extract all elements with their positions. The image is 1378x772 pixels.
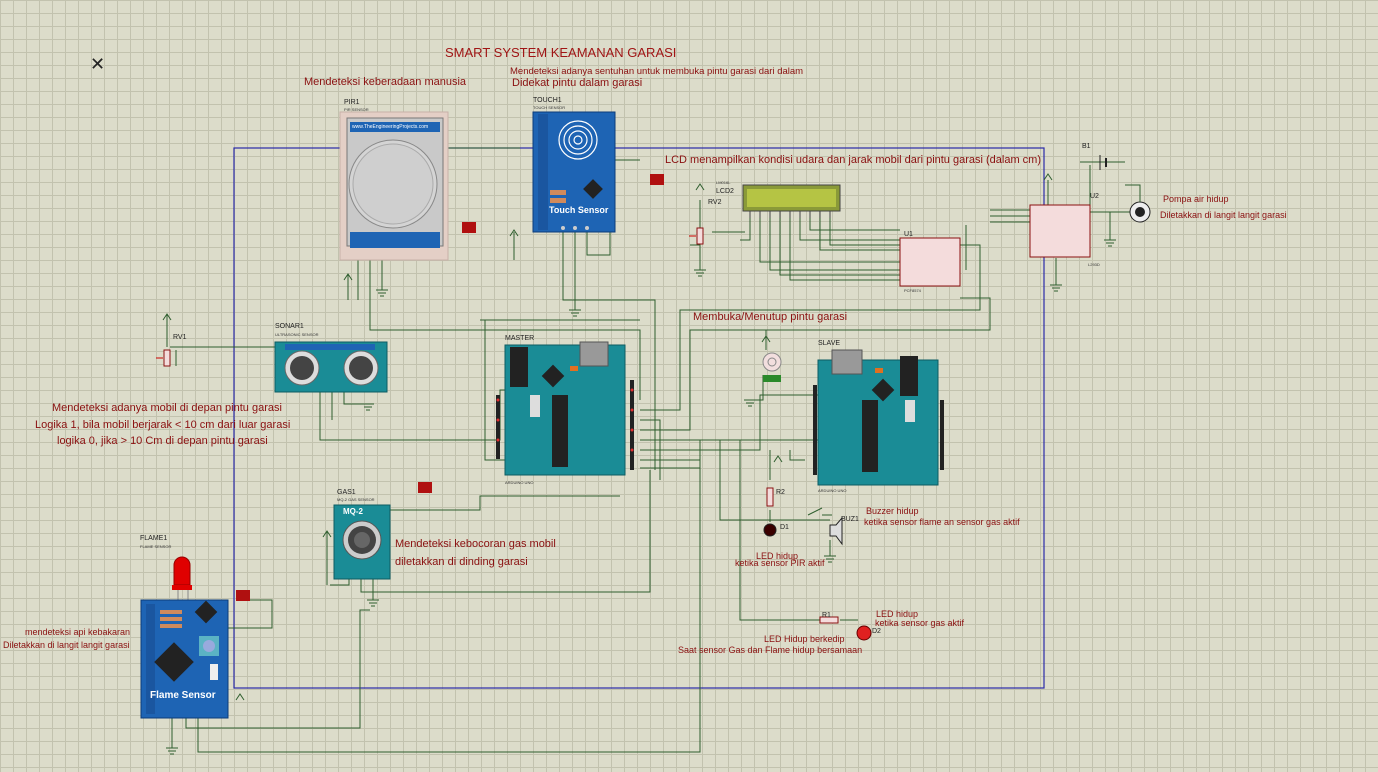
annotation-led1-1: LED hidup: [756, 551, 799, 561]
annotation-buzzer-1: Buzzer hidup: [866, 506, 919, 516]
d1-led: [763, 523, 777, 537]
touch-board-label: Touch Sensor: [549, 205, 609, 215]
sub-gas: MQ-2 GAS SENSOR: [337, 497, 375, 502]
ref-pir: PIR1: [344, 99, 360, 106]
gas-sensor: [333, 504, 391, 580]
annotation-gas-2: diletakkan di dinding garasi: [395, 556, 528, 568]
sub-u2: L293D: [1088, 262, 1100, 267]
annotation-sonar-1: Mendeteksi adanya mobil di depan pintu g…: [52, 402, 282, 414]
diagram-title: SMART SYSTEM KEAMANAN GARASI: [445, 45, 677, 60]
annotation-pump-1: Pompa air hidup: [1163, 194, 1229, 204]
ground-symbols: [166, 239, 1116, 755]
flame-board-label: Flame Sensor: [150, 690, 216, 701]
annotation-pump-2: Diletakkan di langit langit garasi: [1160, 210, 1287, 220]
sub-pir: PIR SENSOR: [344, 107, 369, 112]
ref-sonar: SONAR1: [275, 323, 304, 330]
annotation-sonar-2: Logika 1, bila mobil berjarak < 10 cm da…: [35, 419, 291, 431]
arduino-slave: [813, 349, 944, 486]
ref-r2: R2: [776, 489, 785, 496]
ref-gas: GAS1: [337, 489, 356, 496]
lcd-display: [742, 184, 841, 218]
sub-arduino-master: ARDUINO UNO: [505, 480, 534, 485]
logic-probes: [236, 174, 664, 601]
rv1-potentiometer: [156, 349, 171, 367]
ref-lcd: LCD2: [716, 188, 734, 195]
annotation-flame-1: mendeteksi api kebakaran: [25, 627, 131, 637]
door-motor: [762, 352, 782, 382]
annotation-pir: Mendeteksi keberadaan manusia: [304, 76, 467, 88]
sub-touch: TOUCH SENSOR: [533, 105, 566, 110]
ref-flame: FLAME1: [140, 535, 168, 542]
sub-arduino-slave: ARDUINO UNO: [818, 488, 847, 493]
ref-master: MASTER: [505, 335, 535, 342]
gas-board-label: MQ-2: [343, 507, 363, 516]
ref-touch: TOUCH1: [533, 97, 562, 104]
rv2-potentiometer: [689, 227, 704, 245]
annotation-led2-2: ketika sensor gas aktif: [875, 618, 965, 628]
annotation-led3-2: Saat sensor Gas dan Flame hidup bersamaa…: [678, 645, 863, 655]
ref-d1: D1: [780, 524, 789, 531]
annotation-sonar-3: logika 0, jika > 10 Cm di depan pintu ga…: [57, 435, 268, 447]
annotation-gas-1: Mendeteksi kebocoran gas mobil: [395, 538, 556, 550]
ultrasonic-sensor: [274, 341, 388, 393]
pcf8574-chip: [899, 237, 961, 287]
annotation-led2-1: LED hidup: [876, 609, 919, 619]
ref-buzzer: BUZ1: [841, 516, 859, 523]
buzzer: [829, 516, 843, 546]
sub-flame: FLAME SENSOR: [140, 544, 172, 549]
enclosure-frame: [233, 147, 1045, 689]
flame-sensor: [140, 556, 229, 719]
pir-board-site: www.TheEngineeringProjects.com: [352, 124, 429, 130]
touch-sensor: [532, 111, 616, 233]
ref-u2: U2: [1090, 193, 1099, 200]
annotation-led1-2: ketika sensor PIR aktif: [735, 558, 825, 568]
ref-d2: D2: [872, 628, 881, 635]
annotation-lcd: LCD menampilkan kondisi udara dan jarak …: [665, 154, 1042, 166]
annotation-door: Membuka/Menutup pintu garasi: [693, 311, 848, 323]
pir-sensor: [339, 111, 449, 261]
r2-resistor: [766, 487, 774, 507]
ref-u1: U1: [904, 231, 913, 238]
arduino-master: [496, 341, 634, 476]
annotation-led3-1: LED Hidup berkedip: [764, 634, 845, 644]
l293d-chip: [1029, 204, 1091, 258]
close-icon[interactable]: ✕: [90, 54, 106, 74]
annotation-touch-2: Didekat pintu dalam garasi: [512, 77, 643, 89]
sub-lcd: LM016L: [716, 180, 731, 185]
ref-rv2: RV2: [708, 199, 722, 206]
annotation-flame-2: Diletakkan di langit langit garasi: [3, 640, 130, 650]
d2-led: [856, 625, 872, 641]
ref-rv1: RV1: [173, 334, 187, 341]
ref-b1: B1: [1082, 143, 1091, 150]
pump-motor: [1125, 184, 1151, 223]
r1-resistor: [819, 616, 839, 624]
wires: [170, 147, 1140, 753]
annotation-touch-1: Mendeteksi adanya sentuhan untuk membuka…: [510, 66, 804, 77]
ref-r1: R1: [822, 612, 831, 619]
battery: [1099, 155, 1107, 170]
annotation-buzzer-2: ketika sensor flame an sensor gas aktif: [864, 517, 1020, 527]
ref-slave: SLAVE: [818, 340, 841, 347]
sub-u1: PCF8574: [904, 288, 921, 293]
sub-sonar: ULTRASONIC SENSOR: [275, 332, 319, 337]
